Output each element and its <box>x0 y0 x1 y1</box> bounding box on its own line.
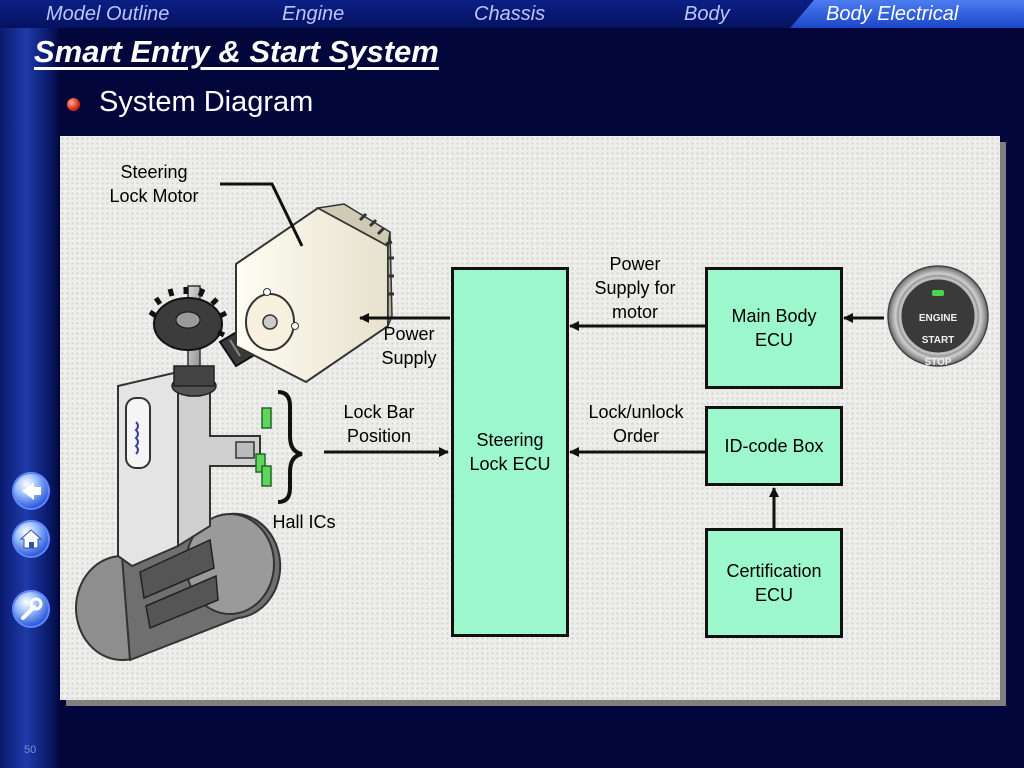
engine-start-button-illustration <box>887 265 989 367</box>
home-icon <box>19 529 43 549</box>
tab-chassis[interactable]: Chassis <box>474 3 546 25</box>
tab-body-electrical[interactable]: Body Electrical <box>826 3 959 25</box>
tab-model-outline[interactable]: Model Outline <box>46 3 170 25</box>
tools-button[interactable] <box>12 590 50 628</box>
wrench-icon <box>21 597 43 620</box>
start-button-text-stop: STOP <box>924 357 952 368</box>
lock-unlock-order-label: Lock/unlock Order <box>588 402 684 446</box>
hall-ics-label: Hall ICs <box>272 512 336 532</box>
page-number: 50 <box>24 744 37 756</box>
tab-engine[interactable]: Engine <box>282 3 345 25</box>
start-button-text-engine: ENGINE <box>918 313 958 324</box>
back-arrow-icon <box>22 482 41 500</box>
steering-lock-ecu-box: Steering Lock ECU <box>451 267 569 637</box>
page-title: Smart Entry & Start System <box>34 34 439 69</box>
power-supply-label: Power Supply <box>381 324 437 368</box>
section-subtitle: System Diagram <box>99 86 314 118</box>
back-button[interactable] <box>12 472 50 510</box>
bullet-icon <box>67 98 80 111</box>
start-button-text-start: START <box>921 335 955 346</box>
start-button-text: ENGINE START STOP <box>908 302 968 379</box>
certification-ecu-box: Certification ECU <box>705 528 843 638</box>
diagram-panel: Steering Lock Motor Power Supply Lock Ba… <box>60 136 1000 700</box>
tab-body[interactable]: Body <box>684 3 730 25</box>
home-button[interactable] <box>12 520 50 558</box>
power-supply-motor-label: Power Supply for motor <box>594 254 676 322</box>
nav-active-highlight <box>790 0 1024 28</box>
main-body-ecu-box: Main Body ECU <box>705 267 843 389</box>
diagram-graphics <box>75 182 989 662</box>
steering-lock-illustration <box>75 182 394 662</box>
connector-arrows <box>324 313 884 528</box>
id-code-box: ID-code Box <box>705 406 843 486</box>
lock-bar-position-label: Lock Bar Position <box>343 402 415 446</box>
left-sidebar <box>0 0 58 768</box>
steering-lock-motor-label: Steering Lock Motor <box>109 162 199 206</box>
